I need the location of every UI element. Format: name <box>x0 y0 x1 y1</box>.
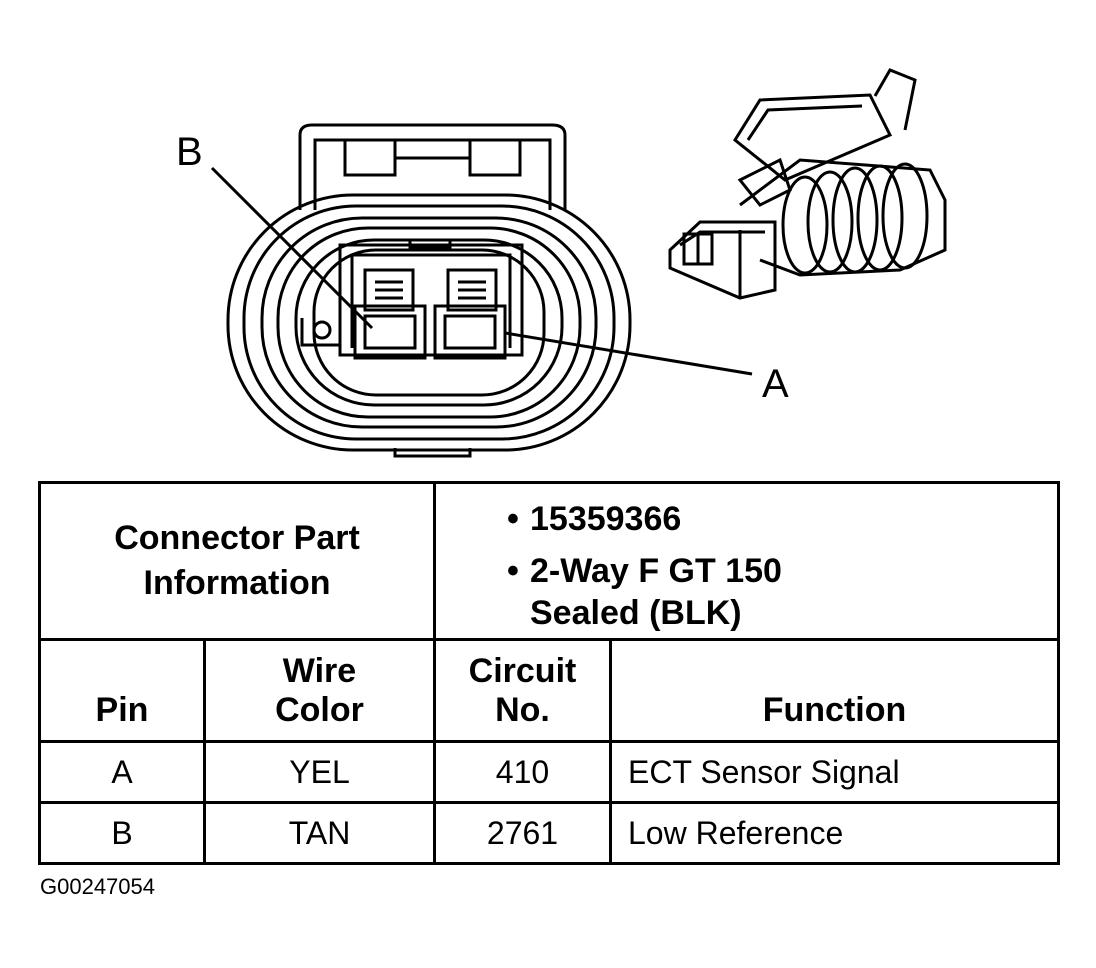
part-info-label-cell: Connector Part Information <box>38 481 436 641</box>
header-function-text: Function <box>762 691 907 729</box>
header-pin: Pin <box>38 638 206 743</box>
wire-color-cell: TAN <box>203 801 436 865</box>
circuit-cell: 410 <box>433 740 612 804</box>
part-info-label-line1: Connector Part <box>114 519 360 557</box>
part-desc-bullet: •2-Way F GT 150 <box>507 552 782 590</box>
circuit-cell: 2761 <box>433 801 612 865</box>
part-info-value-cell: •15359366 •2-Way F GT 150 Sealed (BLK) <box>433 481 1060 641</box>
header-wire-line2: Color <box>275 691 364 729</box>
part-number: 15359366 <box>530 500 682 538</box>
wire-color-cell: YEL <box>203 740 436 804</box>
header-function: Function <box>609 638 1060 743</box>
part-info-row: Connector Part Information •15359366 •2-… <box>38 481 1060 641</box>
header-wire-line1: Wire <box>282 652 357 690</box>
part-number-bullet: •15359366 <box>507 500 682 538</box>
table-row: A YEL 410 ECT Sensor Signal <box>38 740 1060 804</box>
part-desc-line2: Sealed (BLK) <box>530 594 742 632</box>
pin-a-label: A <box>762 362 789 406</box>
header-circuit-line2: No. <box>495 691 550 729</box>
header-wire-color: Wire Color <box>203 638 436 743</box>
pin-a-leader <box>504 331 753 376</box>
function-cell: ECT Sensor Signal <box>609 740 1060 804</box>
connector-face-drawing <box>226 123 632 458</box>
table-row: B TAN 2761 Low Reference <box>38 801 1060 865</box>
function-cell: Low Reference <box>609 801 1060 865</box>
figure-id: G00247054 <box>40 874 155 899</box>
part-desc-line1: 2-Way F GT 150 <box>530 552 782 590</box>
part-desc-line2-wrap: Sealed (BLK) <box>496 592 1057 634</box>
header-circuit: Circuit No. <box>433 638 612 743</box>
pin-cell: A <box>38 740 206 804</box>
connector-illustration <box>210 68 947 458</box>
pin-cell: B <box>38 801 206 865</box>
header-pin-text: Pin <box>95 691 149 729</box>
connector-info-table: Connector Part Information •15359366 •2-… <box>38 481 1060 865</box>
pin-b-label: B <box>176 130 203 174</box>
connector-side-view-drawing <box>668 68 947 300</box>
part-info-label-line2: Information <box>143 564 331 602</box>
header-circuit-line1: Circuit <box>468 652 577 690</box>
header-row: Pin Wire Color Circuit No. Function <box>38 638 1060 743</box>
pin-b-leader <box>210 166 374 330</box>
